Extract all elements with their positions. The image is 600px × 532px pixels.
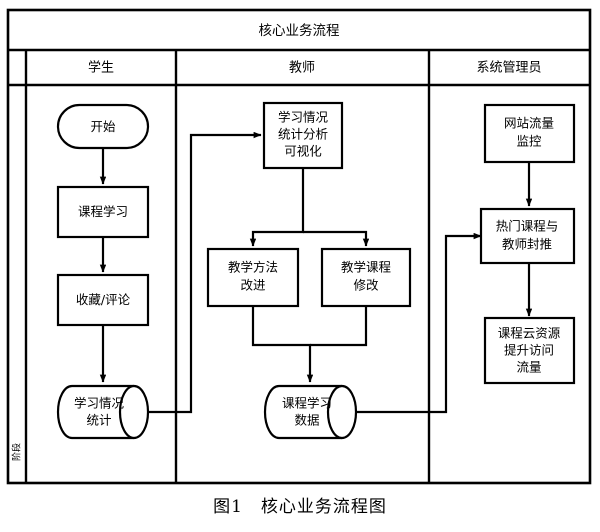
node-studystats-label-2: 统计	[86, 413, 111, 428]
edge-analysis-to-method	[249, 168, 305, 247]
lane-header-student: 学生	[88, 60, 114, 76]
edge-analysis-to-course	[303, 230, 370, 247]
node-method-label-2: 改进	[240, 278, 266, 293]
node-start-shape	[56, 103, 150, 150]
node-study[interactable]: 课程学习	[56, 185, 150, 239]
node-analysis-shape	[262, 101, 344, 170]
node-favcomment-shape	[56, 273, 150, 327]
node-hotpush[interactable]: 热门课程与 教师封推	[479, 207, 576, 265]
edge-course-to-coursedata	[310, 306, 368, 347]
node-hotpush-label-1: 热门课程与	[496, 219, 559, 234]
node-analysis[interactable]: 学习情况 统计分析 可视化	[262, 101, 344, 170]
node-coursedata[interactable]: 课程学习 数据	[263, 384, 358, 440]
node-study-shape	[56, 185, 150, 239]
node-cloudres-shape	[483, 316, 576, 385]
figure-caption: 图1 核心业务流程图	[213, 497, 387, 517]
node-coursedata-label-1: 课程学习	[282, 396, 332, 411]
node-studystats-cap	[118, 384, 135, 440]
node-method-label-1: 教学方法	[228, 260, 278, 275]
node-traffic-label-2: 监控	[516, 134, 542, 149]
node-course-label-2: 修改	[353, 278, 379, 293]
node-favcomment[interactable]: 收藏/评论	[56, 273, 150, 327]
node-coursedata-cap	[326, 384, 343, 440]
node-traffic[interactable]: 网站流量 监控	[483, 103, 576, 164]
node-cloudres-label-3: 流量	[516, 360, 541, 375]
node-traffic-label-1: 网站流量	[504, 116, 554, 131]
lane-header-admin: 系统管理员	[476, 61, 541, 76]
node-analysis-label-2: 统计分析	[278, 127, 328, 142]
edge-method-to-coursedata	[251, 306, 314, 383]
node-favcomment-label: 收藏/评论	[76, 292, 131, 307]
diagram-outer-frame	[6, 8, 592, 485]
node-hotpush-label-2: 教师封推	[502, 237, 552, 252]
edge-coursedata-to-hotpush	[356, 232, 482, 414]
node-course[interactable]: 教学课程 修改	[320, 247, 412, 308]
node-coursedata-label-2: 数据	[294, 413, 319, 428]
node-course-label-1: 教学课程	[341, 260, 392, 275]
node-course-shape	[320, 247, 412, 308]
diagram-title: 核心业务流程	[259, 23, 340, 39]
node-start[interactable]: 开始	[56, 103, 150, 150]
node-studystats[interactable]: 学习情况 统计	[56, 384, 150, 440]
node-traffic-shape	[483, 103, 576, 164]
node-cloudres-label-1: 课程云资源	[498, 326, 561, 341]
node-cloudres-label-2: 提升访问	[504, 343, 554, 358]
node-hotpush-shape	[479, 207, 576, 265]
node-start-label: 开始	[90, 119, 116, 134]
phase-strip-label: 阶段	[11, 443, 23, 461]
node-method-shape	[206, 247, 300, 308]
node-cloudres[interactable]: 课程云资源 提升访问 流量	[483, 316, 576, 385]
edge-studystats-to-analysis	[148, 131, 262, 414]
node-analysis-label-1: 学习情况	[278, 110, 329, 125]
lane-header-teacher: 教师	[289, 60, 315, 76]
node-analysis-label-3: 可视化	[284, 144, 322, 159]
node-study-label: 课程学习	[78, 204, 128, 219]
node-studystats-label-1: 学习情况	[74, 396, 125, 411]
node-method[interactable]: 教学方法 改进	[206, 247, 300, 308]
